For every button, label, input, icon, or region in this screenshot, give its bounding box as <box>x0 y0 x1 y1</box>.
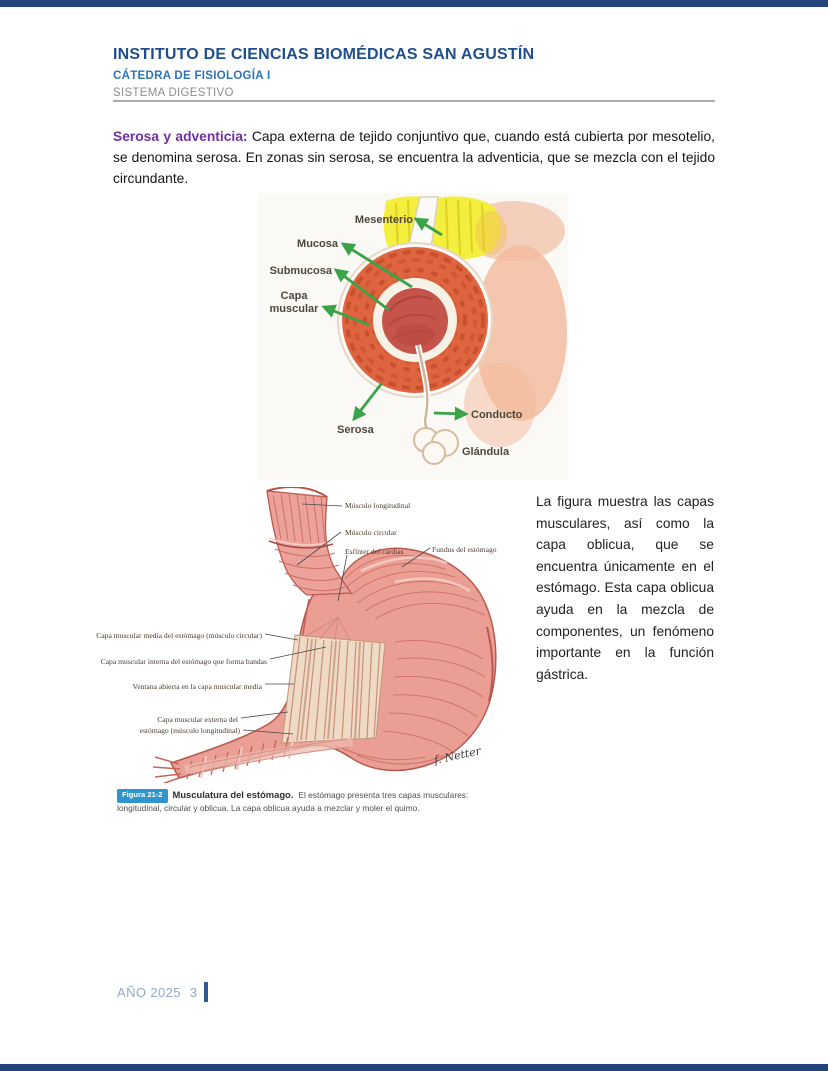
label-arrows <box>321 217 469 422</box>
gut-cross-section-illustration: Mesenterio Mucosa Submucosa Capa muscula… <box>270 196 567 465</box>
label-glandula: Glándula <box>462 446 510 458</box>
label-musculo-circular: Músculo circular <box>345 528 397 537</box>
label-esfinter-cardias: Esfínter del cardias <box>345 547 404 556</box>
background-tissue-blob <box>464 363 536 447</box>
label-capa-externa-line1: Capa muscular externa del <box>157 715 238 724</box>
institute-title: INSTITUTO DE CIENCIAS BIOMÉDICAS SAN AGU… <box>113 46 535 63</box>
highlight-sheen <box>360 556 471 593</box>
caption-title: Musculatura del estómago. <box>172 789 294 800</box>
footer-year: AÑO 2025 <box>117 984 181 1000</box>
label-mucosa: Mucosa <box>297 238 339 250</box>
intro-body: Capa externa de tejido conjuntivo que, c… <box>113 129 716 186</box>
footer-accent-bar <box>204 982 209 1002</box>
figure-caption: Figura 21-2 Musculatura del estómago.El e… <box>117 789 489 813</box>
muscle-window <box>281 616 386 744</box>
longitudinal-band-line <box>192 746 350 775</box>
side-paragraph: La figura muestra las capas musculares, … <box>536 494 714 682</box>
gut-wall-rings <box>337 242 493 398</box>
figure-stomach-musculature: Músculo longitudinal Músculo circular Es… <box>95 486 515 786</box>
topic-subtitle: SISTEMA DIGESTIVO <box>113 87 234 99</box>
stomach-illustration: Músculo longitudinal Músculo circular Es… <box>96 486 497 786</box>
intro-lead: Serosa y adventicia: <box>113 129 248 144</box>
longitudinal-band <box>184 737 354 775</box>
top-accent-bar <box>0 0 828 7</box>
label-ventana: Ventana abierta en la capa muscular medi… <box>133 682 263 691</box>
longitudinal-band-line <box>189 738 348 768</box>
leader-lines <box>240 503 431 735</box>
header-divider <box>113 100 715 102</box>
label-capa-externa-line2: estómago (músculo longitudinal) <box>140 726 241 735</box>
esophagus <box>266 486 353 596</box>
label-submucosa: Submucosa <box>270 265 333 277</box>
label-serosa: Serosa <box>337 424 375 436</box>
figure-gut-cross-section: Mesenterio Mucosa Submucosa Capa muscula… <box>258 193 568 480</box>
label-capa-muscular-line1: Capa <box>281 290 309 302</box>
caption-body: El estómago presenta tres capas muscular… <box>117 790 469 813</box>
label-capa-muscular-line2: muscular <box>270 303 320 315</box>
label-fundus: Fundus del estómago <box>432 545 497 554</box>
footer-page-number: 3 <box>189 984 198 1000</box>
label-conducto: Conducto <box>471 409 523 421</box>
label-capa-media: Capa muscular media del estómago (múscul… <box>96 631 262 640</box>
label-capa-interna: Capa muscular interna del estómago que f… <box>101 657 267 666</box>
figure-number-badge: Figura 21-2 <box>117 789 168 803</box>
intro-paragraph: Serosa y adventicia: Capa externa de tej… <box>113 126 715 189</box>
document-header: INSTITUTO DE CIENCIAS BIOMÉDICAS SAN AGU… <box>113 46 715 99</box>
page-footer: AÑO 2025 3 <box>117 981 209 1003</box>
label-mesenterio: Mesenterio <box>355 214 413 226</box>
duct-and-gland <box>413 344 459 465</box>
bottom-accent-bar <box>0 1064 828 1071</box>
course-subtitle: CÁTEDRA DE FISIOLOGÍA I <box>113 70 271 82</box>
label-musculo-longitudinal: Músculo longitudinal <box>345 501 410 510</box>
